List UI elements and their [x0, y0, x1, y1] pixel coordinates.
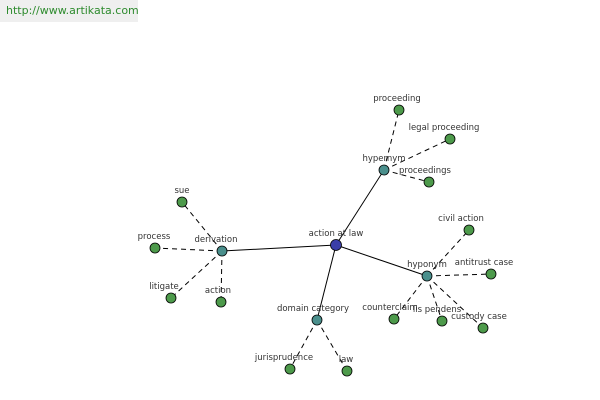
leaf-label-lis-pendens: lis pendens	[413, 305, 462, 315]
graph-labels: proceeding legal proceeding proceedings hyp…	[138, 94, 514, 365]
relation-label-hyponym: hyponym	[407, 260, 447, 270]
relation-node-domain-category[interactable]	[311, 314, 323, 326]
leaf-node-law[interactable]	[341, 365, 353, 377]
edge-root-hypernym	[335, 169, 385, 246]
edge-derivation-sue	[181, 201, 223, 252]
edge-hypernym-proceedings	[383, 169, 430, 183]
leaf-label-sue: sue	[174, 186, 189, 196]
leaf-node-antitrust-case[interactable]	[485, 268, 497, 280]
url-link[interactable]: http://www.artikata.com	[6, 4, 139, 17]
edge-hypernym-proceeding	[383, 109, 400, 171]
edge-hyponym-custody-case	[426, 275, 484, 329]
leaf-label-jurisprudence: jurisprudence	[254, 353, 313, 363]
leaf-label-process: process	[138, 232, 171, 242]
root-node[interactable]	[330, 239, 342, 251]
leaf-label-litigate: litigate	[149, 282, 179, 292]
leaf-node-proceedings[interactable]	[423, 176, 435, 188]
edge-hyponym-antitrust-case	[426, 273, 492, 277]
leaf-node-process[interactable]	[149, 242, 161, 254]
relation-node-hypernym[interactable]	[378, 164, 390, 176]
edge-root-derivation	[221, 244, 337, 252]
leaf-label-counterclaim: counterclaim	[362, 303, 417, 313]
leaf-label-proceedings: proceedings	[399, 166, 452, 176]
leaf-node-civil-action[interactable]	[463, 224, 475, 236]
edge-hypernym-legal-proceeding	[383, 138, 451, 171]
graph-nodes	[149, 104, 497, 377]
leaf-label-civil-action: civil action	[438, 214, 484, 224]
graph-edges	[154, 109, 492, 372]
relation-node-hyponym[interactable]	[421, 270, 433, 282]
edge-derivation-process	[154, 247, 223, 252]
edge-domain-category-jurisprudence	[289, 319, 318, 370]
edge-root-hyponym	[335, 244, 428, 277]
leaf-node-proceeding[interactable]	[393, 104, 405, 116]
leaf-label-action: action	[205, 286, 231, 296]
leaf-node-legal-proceeding[interactable]	[444, 133, 456, 145]
root-label: action at law	[309, 229, 364, 239]
edge-derivation-litigate	[170, 250, 223, 299]
leaf-label-custody-case: custody case	[451, 312, 507, 322]
relation-label-derivation: derivation	[194, 235, 237, 245]
leaf-node-jurisprudence[interactable]	[284, 363, 296, 375]
relation-node-derivation[interactable]	[216, 245, 228, 257]
leaf-node-sue[interactable]	[176, 196, 188, 208]
leaf-label-antitrust-case: antitrust case	[455, 258, 514, 268]
leaf-node-custody-case[interactable]	[477, 322, 489, 334]
relation-label-hypernym: hypernym	[362, 154, 405, 164]
leaf-node-lis-pendens[interactable]	[436, 315, 448, 327]
url-banner: http://www.artikata.com	[0, 0, 139, 22]
leaf-label-proceeding: proceeding	[373, 94, 421, 104]
edge-hyponym-lis-pendens	[426, 275, 443, 322]
leaf-label-legal-proceeding: legal proceeding	[409, 123, 480, 133]
edge-domain-category-law	[316, 319, 348, 372]
leaf-node-litigate[interactable]	[165, 292, 177, 304]
edge-root-domain-category	[316, 244, 337, 321]
relation-label-domain-category: domain category	[277, 304, 349, 314]
leaf-label-law: law	[339, 355, 354, 365]
edge-hyponym-counterclaim	[393, 275, 428, 320]
leaf-node-action[interactable]	[215, 296, 227, 308]
leaf-node-counterclaim[interactable]	[388, 313, 400, 325]
edge-hyponym-civil-action	[426, 229, 470, 277]
